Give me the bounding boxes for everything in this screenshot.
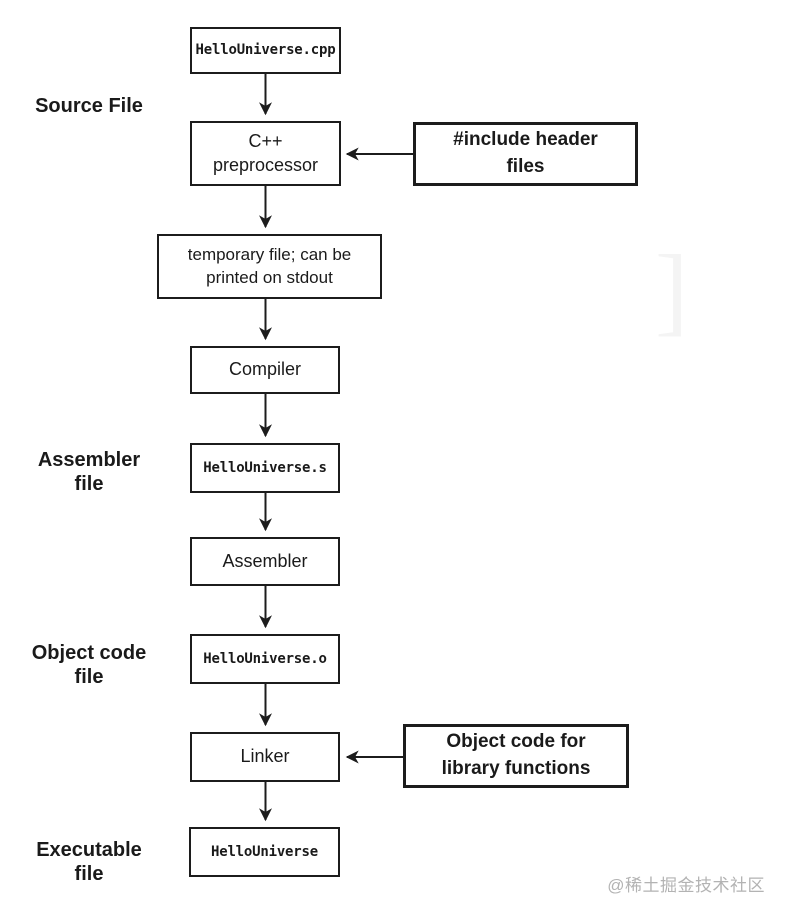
node-temporary-file: temporary file; can be printed on stdout — [157, 234, 382, 299]
node-cpp-preprocessor: C++ preprocessor — [190, 121, 341, 186]
node-hellouniverse-o: HelloUniverse.o — [190, 634, 340, 684]
stage-label-assembler-file: Assembler file — [37, 449, 141, 496]
stage-label-executable-file: Executable file — [36, 839, 142, 886]
node-include-header-files: #include header files — [413, 122, 638, 186]
node-linker: Linker — [190, 732, 340, 782]
node-assembler: Assembler — [190, 537, 340, 586]
faint-bracket-artifact: ] — [655, 234, 689, 345]
node-hellouniverse-exe: HelloUniverse — [189, 827, 340, 877]
watermark: @稀土掘金技术社区 — [607, 876, 765, 895]
node-hellouniverse-s: HelloUniverse.s — [190, 443, 340, 493]
stage-label-source-file: Source File — [35, 95, 143, 117]
node-object-code-library: Object code for library functions — [403, 724, 629, 788]
node-hellouniverse-cpp: HelloUniverse.cpp — [190, 27, 341, 74]
stage-label-object-code-file: Object code file — [31, 642, 147, 689]
node-compiler: Compiler — [190, 346, 340, 394]
